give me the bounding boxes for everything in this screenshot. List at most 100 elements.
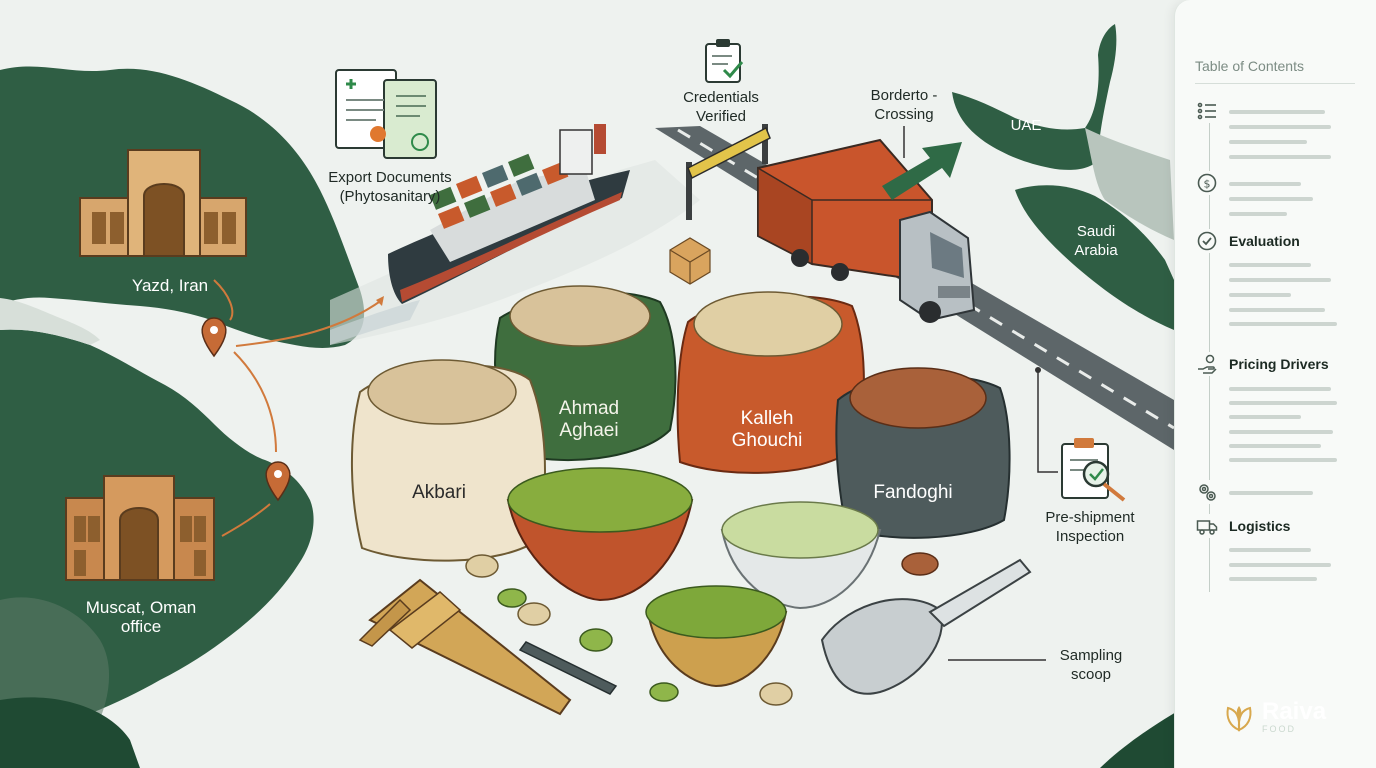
loose-nut	[649, 682, 679, 702]
credentials-clipboard-icon	[705, 39, 744, 83]
bowl-green-kernels	[506, 467, 694, 602]
label-sampling-line1: Sampling	[1059, 647, 1123, 664]
raiva-logo: Raiva FOOD	[1222, 700, 1326, 734]
toc-placeholder-bar	[1229, 491, 1313, 495]
caliper-tool	[358, 578, 572, 716]
label-credentials-verified: Credentials Verified	[664, 88, 778, 126]
toc-placeholder-bar	[1229, 548, 1311, 552]
bag-label-ahmad-aghaei: Ahmad Aghaei	[534, 398, 644, 442]
toc-placeholder-bar	[1229, 308, 1325, 312]
map-uae	[952, 24, 1117, 170]
toc-item-label: Logistics	[1229, 518, 1291, 534]
label-uae: UAE	[1010, 117, 1042, 134]
border-gate	[686, 124, 771, 220]
pricing-hand-icon	[1195, 352, 1219, 376]
bag-label-kalleh-ghouchi: Kalleh Ghouchi	[712, 408, 822, 452]
toc-placeholder-bar	[1229, 278, 1331, 282]
toc-placeholder-bar	[1229, 125, 1331, 129]
label-preshipment-line1: Pre-shipment	[1045, 509, 1135, 526]
inspection-pointer-line	[1037, 370, 1058, 473]
label-export-line1: Export Documents	[328, 169, 452, 186]
bag-label-ahmad-line1: Ahmad	[558, 398, 620, 419]
toc-item-label: Pricing Drivers	[1229, 356, 1329, 372]
logo-subtitle: FOOD	[1262, 724, 1296, 734]
route-yazd-muscat	[233, 351, 277, 453]
bowl-small-kernels	[645, 585, 788, 688]
bag-kalleh-ghouchi	[676, 291, 865, 474]
road-ground	[330, 160, 700, 345]
yazd-mosque-illustration	[79, 149, 247, 257]
bowl-slivered	[720, 501, 882, 610]
map-gulf-coast	[0, 298, 100, 345]
label-border-crossing: Borderto - Crossing	[852, 86, 956, 124]
cargo-ship	[388, 124, 630, 304]
map-dark-edge	[0, 697, 140, 768]
toc-item-pricing[interactable]: $	[1195, 171, 1229, 195]
pencil	[518, 641, 618, 695]
route-muscat-left	[221, 503, 271, 537]
label-muscat-line2: office	[120, 617, 162, 636]
toc-placeholder-bar	[1229, 458, 1337, 462]
loose-nut	[901, 552, 939, 576]
toc-placeholder-bar	[1229, 182, 1301, 186]
leaf-logo-icon	[1226, 706, 1252, 732]
export-documents-icon	[335, 69, 437, 159]
label-muscat-line1: Muscat, Oman	[85, 598, 197, 617]
settings-icon	[1195, 480, 1219, 504]
map-saudi	[1015, 185, 1174, 330]
toc-placeholder-bar	[1229, 263, 1311, 267]
dollar-icon: $	[1195, 171, 1219, 195]
check-circle-icon	[1195, 229, 1219, 253]
bag-label-akbari: Akbari	[412, 482, 466, 503]
bag-label-fandoghi: Fandoghi	[873, 482, 953, 503]
loose-nut	[465, 554, 499, 578]
cardboard-box	[669, 237, 711, 285]
toc-title: Table of Contents	[1195, 58, 1304, 74]
label-sampling-line2: scoop	[1070, 666, 1112, 683]
yazd-pin-icon	[201, 317, 227, 358]
inspection-clipboard-icon	[1061, 438, 1126, 502]
label-export-line2: (Phytosanitary)	[339, 188, 441, 205]
toc-item-settings[interactable]	[1195, 480, 1229, 504]
toc-placeholder-bar	[1229, 155, 1331, 159]
toc-placeholder-bar	[1229, 401, 1337, 405]
label-saudi-line2: Arabia	[1074, 242, 1118, 259]
ship-wake	[330, 300, 420, 345]
list-icon	[1195, 99, 1219, 123]
toc-placeholder-bar	[1229, 430, 1333, 434]
toc-placeholder-bar	[1229, 387, 1331, 391]
toc-placeholder-bar	[1229, 140, 1307, 144]
loose-nut	[517, 602, 551, 626]
toc-title-divider	[1195, 83, 1355, 84]
loose-nut	[579, 628, 613, 652]
toc-placeholder-bar	[1229, 293, 1291, 297]
label-muscat: Muscat, Oman office	[60, 598, 222, 636]
table-of-contents-panel: Table of Contents $ Evaluation Pricing D…	[1174, 0, 1376, 768]
svg-text:$: $	[1204, 178, 1211, 191]
toc-item-evaluation[interactable]: Evaluation	[1195, 229, 1300, 253]
route-yazd-lead	[213, 279, 234, 321]
bag-label-ahmad-line2: Aghaei	[559, 420, 619, 441]
label-export-documents: Export Documents (Phytosanitary)	[308, 168, 472, 206]
truck-icon	[1195, 514, 1219, 538]
label-saudi-line1: Saudi	[1076, 223, 1116, 240]
loose-nut	[497, 588, 527, 608]
toc-item-overview[interactable]	[1195, 99, 1229, 123]
toc-placeholder-bar	[1229, 110, 1325, 114]
arrow-to-ship	[235, 299, 383, 347]
bag-label-kalleh-line2: Ghouchi	[731, 430, 803, 451]
bag-label-kalleh-line1: Kalleh	[740, 408, 794, 429]
toc-item-pricing-drivers[interactable]: Pricing Drivers	[1195, 352, 1329, 376]
bag-fandoghi	[835, 367, 1011, 539]
sampling-scoop-illustration	[820, 558, 1032, 695]
logo-name: Raiva	[1262, 698, 1327, 725]
toc-placeholder-bar	[1229, 444, 1321, 448]
inspection-pointer-dot	[1035, 367, 1041, 373]
arrow-to-ship-head	[376, 296, 384, 306]
label-sampling-scoop: Sampling scoop	[1048, 646, 1134, 684]
green-direction-arrow	[882, 142, 962, 200]
toc-item-logistics[interactable]: Logistics	[1195, 514, 1290, 538]
bag-akbari	[350, 359, 546, 562]
label-yazd: Yazd, Iran	[131, 276, 209, 295]
